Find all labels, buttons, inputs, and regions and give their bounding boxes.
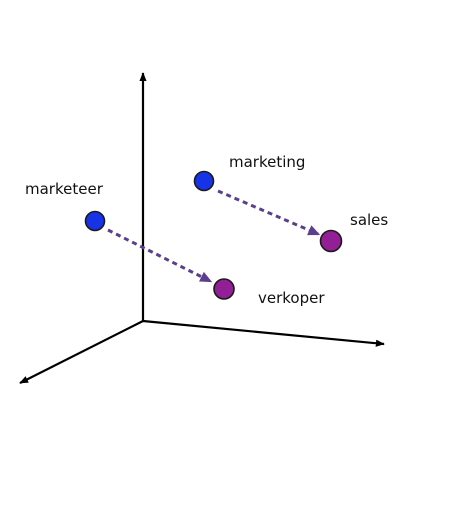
point-sales (319, 229, 343, 253)
label-marketeer: marketeer (25, 180, 103, 198)
label-verkoper: verkoper (258, 289, 325, 307)
relation-arrow-marketeer-verkoper (107, 228, 213, 283)
relation-arrow-marketing-sales (217, 189, 321, 236)
label-sales: sales (350, 211, 389, 229)
z-axis (19, 320, 144, 384)
point-marketeer (84, 210, 106, 232)
x-axis (142, 319, 385, 347)
point-verkoper (213, 278, 235, 300)
point-marketing (193, 170, 215, 192)
label-marketing: marketing (229, 153, 306, 171)
